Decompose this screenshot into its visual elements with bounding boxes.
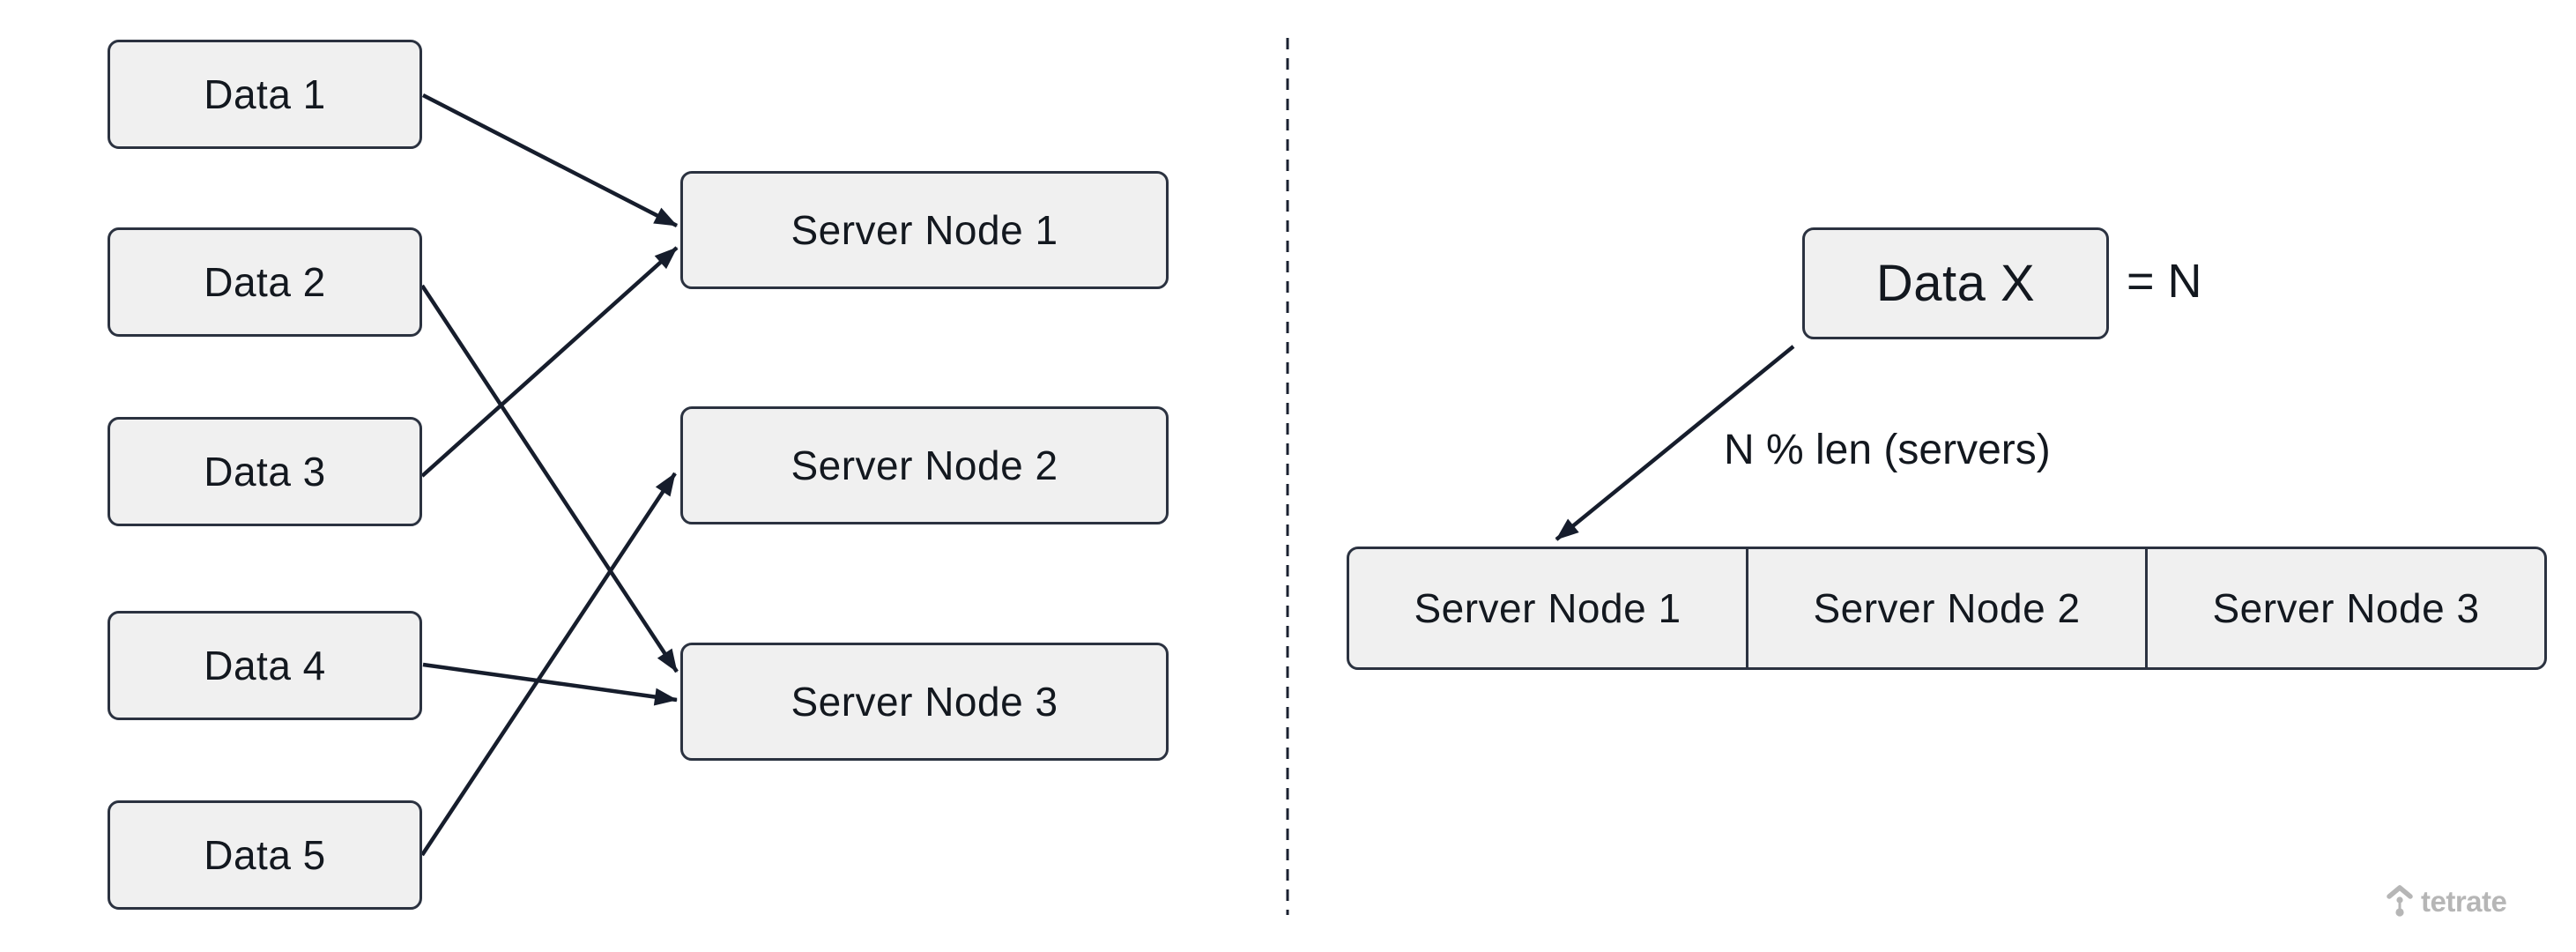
- server-node-3-label: Server Node 3: [791, 679, 1058, 725]
- equals-n-text: = N: [2127, 255, 2202, 308]
- edge-data2-server3: [420, 284, 679, 673]
- edge-datax-serverrow: [1555, 345, 1795, 541]
- server-row-cell-2: Server Node 2: [1746, 549, 2145, 667]
- data-node-2-label: Data 2: [204, 259, 326, 305]
- server-row-cell-3: Server Node 3: [2145, 549, 2544, 667]
- data-node-1: Data 1: [108, 40, 422, 149]
- watermark-text: tetrate: [2421, 885, 2507, 918]
- watermark: tetrate: [2387, 883, 2507, 920]
- data-node-4: Data 4: [108, 611, 422, 720]
- server-row-cell-2-label: Server Node 2: [1813, 585, 2081, 631]
- server-node-2-label: Server Node 2: [791, 443, 1058, 488]
- server-row: Server Node 1 Server Node 2 Server Node …: [1347, 547, 2547, 670]
- data-x-label: Data X: [1875, 255, 2036, 312]
- data-node-2: Data 2: [108, 227, 422, 337]
- server-node-3: Server Node 3: [680, 643, 1169, 761]
- edge-data4-server3: [422, 662, 678, 706]
- edge-data5-server2: [420, 472, 677, 857]
- data-node-1-label: Data 1: [204, 71, 326, 117]
- edge-data3-server1: [420, 246, 679, 478]
- server-row-cell-1-label: Server Node 1: [1414, 585, 1681, 631]
- server-row-cell-1: Server Node 1: [1349, 549, 1746, 667]
- edge-data1-server1: [421, 93, 679, 228]
- data-x-node: Data X: [1802, 227, 2109, 339]
- data-node-5: Data 5: [108, 800, 422, 910]
- data-node-4-label: Data 4: [204, 643, 326, 688]
- tetrate-logo-icon: [2387, 885, 2413, 919]
- data-node-5-label: Data 5: [204, 832, 326, 878]
- data-node-3: Data 3: [108, 417, 422, 526]
- server-row-cell-3-label: Server Node 3: [2212, 585, 2480, 631]
- server-node-1: Server Node 1: [680, 171, 1169, 289]
- server-node-2: Server Node 2: [680, 406, 1169, 524]
- data-node-3-label: Data 3: [204, 449, 326, 495]
- server-node-1-label: Server Node 1: [791, 207, 1058, 253]
- modulo-arrow-label: N % len (servers): [1724, 427, 2051, 473]
